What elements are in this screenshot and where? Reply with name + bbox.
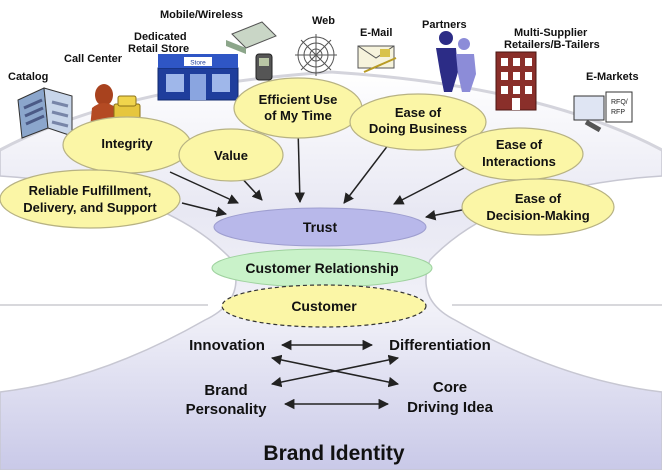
customer-relationship-ellipse: Customer Relationship <box>211 248 433 288</box>
integrity-label: Integrity <box>101 136 153 151</box>
interactions-label-2: Interactions <box>482 154 556 169</box>
innovation-label: Innovation <box>189 337 265 354</box>
trust-label: Trust <box>303 219 338 235</box>
channel-call-center-label: Call Center <box>64 53 123 65</box>
brand-arrows <box>270 339 400 410</box>
reliable-label-1: Reliable Fulfillment, <box>29 183 152 198</box>
arrow-efficient-to-trust <box>294 127 305 204</box>
channel-email-label: E-Mail <box>360 27 392 39</box>
e-markets-icon: RFQ/ RFP <box>573 91 633 133</box>
customer-ellipse: Customer <box>221 284 427 328</box>
web-icon <box>295 34 337 76</box>
arrow-interactions-to-trust <box>393 167 465 205</box>
business-label-2: Doing Business <box>369 121 467 136</box>
email-icon <box>357 45 397 73</box>
arrow-integrity-to-trust <box>169 171 239 204</box>
channel-emarkets-label: E-Markets <box>586 71 639 83</box>
arrow-decision-to-trust <box>424 209 463 221</box>
efficient-label-1: Efficient Use <box>259 92 338 107</box>
efficient-label-2: of My Time <box>264 108 332 123</box>
decision-label-2: Decision-Making <box>486 208 589 223</box>
decision-label-1: Ease of <box>515 191 562 206</box>
channel-mobile-label: Mobile/Wireless <box>160 9 243 21</box>
brand-personality-label-1: Brand <box>204 382 247 399</box>
mobile-wireless-icon <box>226 21 277 81</box>
channel-web-label: Web <box>312 15 335 27</box>
retail-store-icon: Store <box>157 54 239 101</box>
store-sign: Store <box>190 60 206 67</box>
brand-identity-title: Brand Identity <box>263 442 404 465</box>
rfp-label: RFP <box>611 109 625 116</box>
customer-label: Customer <box>291 298 357 314</box>
trust-ellipse: Trust <box>213 207 427 247</box>
customer-relationship-label: Customer Relationship <box>245 260 398 276</box>
bubble-value: Value <box>178 128 284 182</box>
core-driving-idea-label-2: Driving Idea <box>407 399 494 416</box>
channel-catalog-label: Catalog <box>8 71 48 83</box>
reliable-label-2: Delivery, and Support <box>23 200 157 215</box>
core-driving-idea-label-1: Core <box>433 379 467 396</box>
arrow-differentiation-personality <box>270 354 400 388</box>
catalog-icon <box>17 87 73 139</box>
channel-retail-store-label-2: Retail Store <box>128 43 189 55</box>
differentiation-label: Differentiation <box>389 337 491 354</box>
arrow-reliable-to-trust <box>181 202 228 217</box>
partners-icon <box>436 31 476 92</box>
channel-retail-store-label-1: Dedicated <box>134 31 187 43</box>
interactions-label-1: Ease of <box>496 137 543 152</box>
channel-partners-label: Partners <box>422 19 467 31</box>
bubble-integrity: Integrity <box>62 116 192 174</box>
bubble-reliable-fulfillment: Reliable Fulfillment, Delivery, and Supp… <box>0 169 181 229</box>
channel-multi-supplier-label-1: Multi-Supplier <box>514 27 588 39</box>
value-label: Value <box>214 148 248 163</box>
rfq-label: RFQ/ <box>611 99 628 106</box>
arrow-business-to-trust <box>343 139 393 204</box>
bubble-ease-of-doing-business: Ease of Doing Business <box>349 93 487 151</box>
business-label-1: Ease of <box>395 105 442 120</box>
channel-multi-supplier-label-2: Retailers/B-Tailers <box>504 39 600 51</box>
bubble-efficient-use: Efficient Use of My Time <box>233 77 363 139</box>
multi-supplier-building-icon <box>495 51 537 111</box>
bubble-ease-of-decision-making: Ease of Decision-Making <box>461 178 615 236</box>
brand-personality-label-2: Personality <box>186 401 268 418</box>
bubble-ease-of-interactions: Ease of Interactions <box>454 127 584 181</box>
